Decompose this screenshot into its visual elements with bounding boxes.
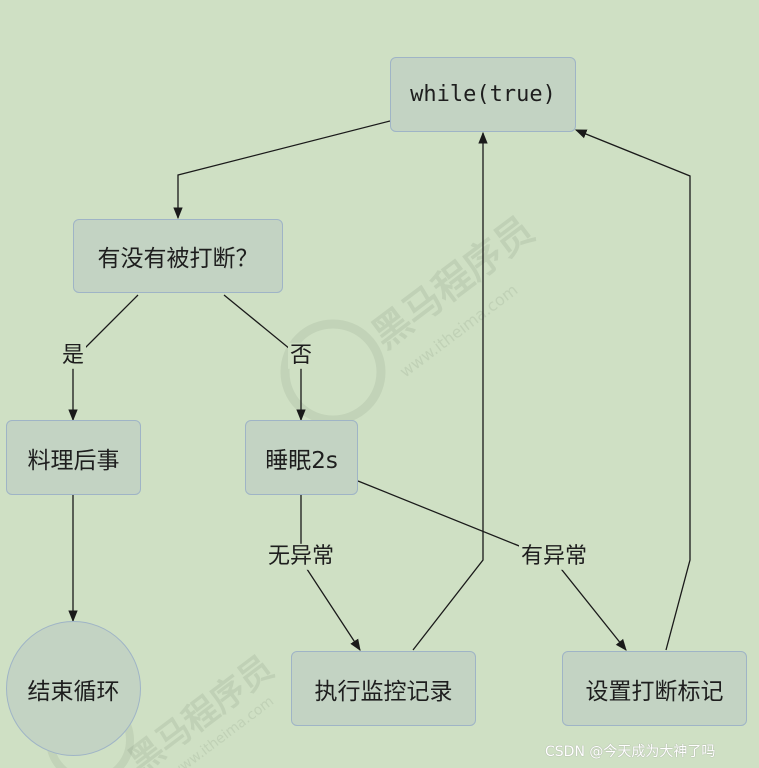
edge-label-yes: 是 (59, 342, 87, 370)
node-monitor-record: 执行监控记录 (291, 651, 476, 726)
node-while-loop: while(true) (390, 57, 576, 132)
edge-label-no: 否 (287, 342, 315, 370)
edge-loop-to-check (173, 120, 391, 220)
node-cleanup: 料理后事 (6, 420, 141, 495)
edge-label-no-exception: 无异常 (265, 543, 337, 571)
edge-setflag-to-loop (574, 129, 691, 651)
edge-sleep-to-monitor (300, 495, 361, 651)
csdn-credit-watermark: CSDN @今天成为大神了吗 (545, 744, 716, 760)
node-sleep: 睡眠2s (245, 420, 358, 495)
edge-label-has-exception: 有异常 (518, 543, 590, 571)
node-set-interrupt-flag: 设置打断标记 (562, 651, 747, 726)
node-interrupt-check: 有没有被打断？ (73, 219, 283, 293)
edge-monitor-to-loop (412, 131, 488, 651)
node-end-loop: 结束循环 (6, 621, 141, 756)
